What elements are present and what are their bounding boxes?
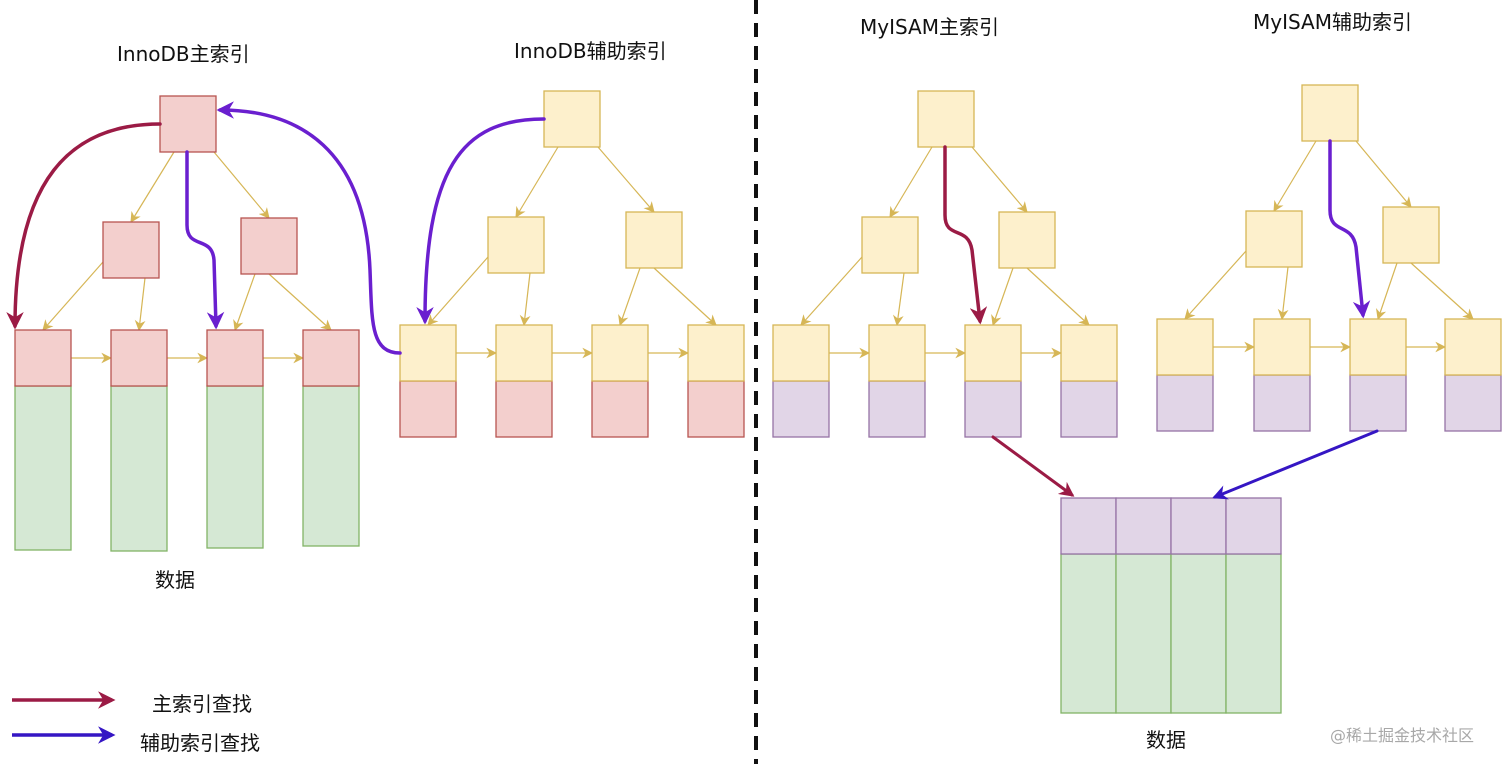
innodb-primary-lookup-arrow-left	[6, 122, 162, 330]
myisam-primary-lookup-arrow	[943, 145, 988, 325]
title-innodb-primary-index: InnoDB主索引	[117, 42, 250, 66]
innodb-data-label: 数据	[155, 568, 195, 592]
innodb-secondary-internal-node	[625, 211, 683, 269]
watermark: @稀土掘金技术社区	[1330, 726, 1475, 745]
innodb-primary-edge-mid-leaf	[42, 261, 104, 331]
myisam-secondary-leaf-node	[1156, 318, 1214, 376]
innodb-secondary-leaf-node	[687, 324, 745, 382]
innodb-secondary-leaf-payload	[687, 380, 745, 438]
innodb-primary-lookup-arrow-secondary-path	[185, 150, 225, 330]
tree-edges	[42, 140, 1474, 364]
myisam-primary-root-node	[917, 90, 975, 148]
myisam-primary-leaf-node	[964, 324, 1022, 382]
title-myisam-secondary-index: MyISAM辅助索引	[1253, 10, 1412, 34]
innodb-secondary-to-primary-arrow	[216, 101, 402, 355]
title-myisam-primary-index: MyISAM主索引	[860, 15, 999, 39]
myisam-primary-edge-mid-leaf	[800, 256, 863, 326]
myisam-primary-edge-mid-leaf	[892, 272, 905, 327]
innodb-primary-leaf-node	[14, 329, 72, 387]
innodb-secondary-leaf-node	[591, 324, 649, 382]
myisam-secondary-to-data-arrow	[1212, 429, 1379, 500]
myisam-secondary-leaf-node	[1444, 318, 1502, 376]
myisam-data-row-body	[1225, 553, 1282, 714]
innodb-primary-leaf-payload	[302, 385, 360, 547]
myisam-data-row-header	[1115, 497, 1172, 555]
myisam-primary-edge-mid-leaf	[991, 267, 1014, 327]
innodb-primary-edge-root-right	[213, 151, 270, 219]
innodb-primary-edge-root-left	[130, 151, 175, 223]
legend-primary-lookup-label: 主索引查找	[152, 692, 252, 716]
innodb-secondary-lookup-arrow	[416, 117, 546, 325]
myisam-secondary-leaf-node	[1253, 318, 1311, 376]
myisam-secondary-edge-mid-leaf	[1277, 266, 1289, 321]
myisam-primary-leaf-payload	[1060, 380, 1118, 438]
myisam-primary-leaf-node	[868, 324, 926, 382]
innodb-secondary-edge-mid-leaf	[653, 267, 717, 326]
innodb-secondary-edge-mid-leaf	[519, 272, 531, 327]
myisam-primary-edge-mid-leaf	[1026, 267, 1090, 326]
lookup-arrows	[6, 101, 1379, 500]
innodb-secondary-internal-node	[487, 216, 545, 274]
innodb-primary-leaf-payload	[110, 385, 168, 552]
myisam-primary-leaf-payload	[868, 380, 926, 438]
innodb-primary-internal-node	[102, 221, 160, 279]
innodb-primary-edge-mid-leaf	[268, 273, 332, 331]
innodb-secondary-leaf-node	[399, 324, 457, 382]
legend-secondary-lookup-label: 辅助索引查找	[140, 731, 260, 755]
innodb-secondary-edge-root-right	[597, 146, 655, 213]
myisam-secondary-leaf-node	[1349, 318, 1407, 376]
myisam-secondary-leaf-payload	[1156, 374, 1214, 432]
innodb-primary-leaf-payload	[206, 385, 264, 549]
innodb-primary-edge-mid-leaf	[134, 277, 146, 332]
innodb-secondary-leaf-payload	[495, 380, 553, 438]
myisam-secondary-internal-node	[1382, 206, 1440, 264]
innodb-secondary-edge-root-left	[515, 146, 559, 218]
innodb-secondary-leaf-node	[495, 324, 553, 382]
innodb-secondary-edge-mid-leaf	[427, 256, 489, 326]
myisam-data-row-body	[1060, 553, 1117, 714]
myisam-secondary-leaf-payload	[1349, 374, 1407, 432]
myisam-secondary-edge-mid-leaf	[1376, 262, 1398, 321]
myisam-secondary-root-node	[1301, 84, 1359, 142]
myisam-secondary-internal-node	[1245, 210, 1303, 268]
innodb-primary-leaf-payload	[14, 385, 72, 551]
myisam-secondary-leaf-payload	[1253, 374, 1311, 432]
innodb-secondary-root-node	[543, 90, 601, 148]
myisam-primary-internal-node	[998, 211, 1056, 269]
myisam-secondary-edge-root-right	[1355, 140, 1412, 208]
innodb-secondary-leaf-payload	[591, 380, 649, 438]
myisam-data-row-body	[1170, 553, 1227, 714]
innodb-primary-leaf-node	[302, 329, 360, 387]
innodb-primary-leaf-node	[206, 329, 264, 387]
innodb-secondary-leaf-payload	[399, 380, 457, 438]
myisam-primary-leaf-node	[772, 324, 830, 382]
myisam-data-row-header	[1225, 497, 1282, 555]
myisam-data-row-header	[1060, 497, 1117, 555]
title-innodb-secondary-index: InnoDB辅助索引	[514, 39, 667, 63]
myisam-secondary-lookup-arrow	[1328, 139, 1371, 319]
innodb-primary-root-node	[159, 95, 217, 153]
myisam-data-label: 数据	[1146, 728, 1186, 752]
divider-and-legend	[12, 0, 758, 764]
myisam-data-row-header	[1170, 497, 1227, 555]
myisam-secondary-edge-mid-leaf	[1410, 262, 1474, 320]
myisam-secondary-leaf-payload	[1444, 374, 1502, 432]
myisam-primary-internal-node	[861, 216, 919, 274]
innodb-secondary-edge-mid-leaf	[618, 267, 641, 327]
myisam-primary-leaf-payload	[964, 380, 1022, 438]
innodb-primary-leaf-node	[110, 329, 168, 387]
tree-nodes	[14, 84, 1502, 714]
myisam-secondary-edge-mid-leaf	[1184, 250, 1247, 320]
myisam-secondary-edge-root-left	[1273, 140, 1317, 212]
myisam-primary-leaf-payload	[772, 380, 830, 438]
innodb-primary-edge-mid-leaf	[233, 273, 256, 332]
myisam-primary-leaf-node	[1060, 324, 1118, 382]
innodb-primary-internal-node	[240, 217, 298, 275]
myisam-primary-edge-root-right	[971, 146, 1028, 213]
myisam-primary-to-data-arrow	[991, 435, 1075, 497]
myisam-data-row-body	[1115, 553, 1172, 714]
myisam-primary-edge-root-left	[889, 146, 933, 218]
